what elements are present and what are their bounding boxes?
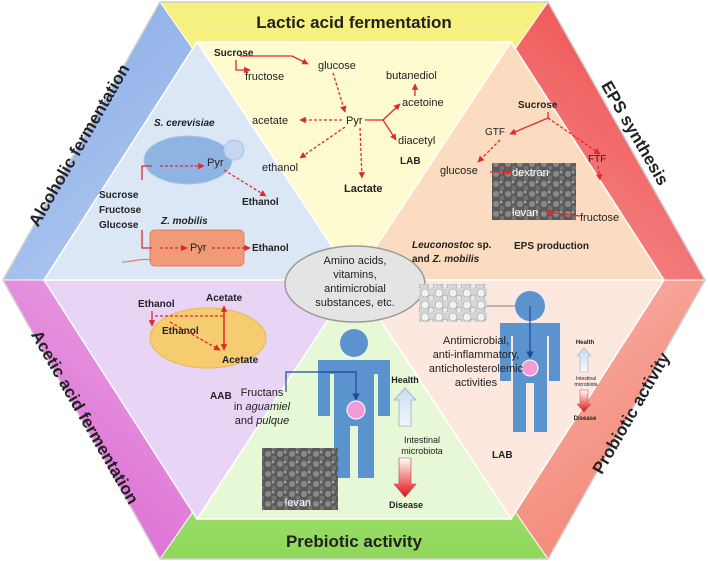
pre-fructans-3: and pulque xyxy=(235,415,289,427)
alc-ethanol-2: Ethanol xyxy=(252,243,289,254)
alc-z-mobilis: Z. mobilis xyxy=(160,216,208,227)
gut-icon-prebiotic xyxy=(346,400,366,420)
center-line-2: vitamins, xyxy=(333,269,376,281)
ac-ethanol-top: Ethanol xyxy=(138,299,175,310)
lactic-lactate: Lactate xyxy=(344,183,383,195)
eps-fructose: fructose xyxy=(580,212,619,224)
eps-levan: levan xyxy=(512,207,538,219)
lactic-pathway: Sucrose fructose glucose butanediol acet… xyxy=(214,48,444,195)
alc-glucose: Glucose xyxy=(99,220,139,231)
pro-lab: LAB xyxy=(492,450,513,461)
lactic-ethanol: ethanol xyxy=(262,162,298,174)
center-oval: Amino acids, vitamins, antimicrobial sub… xyxy=(284,245,426,323)
alcoholic-pathway: S. cerevisiae Pyr Ethanol Sucrose Fructo… xyxy=(99,118,289,267)
title-prebiotic: Prebiotic activity xyxy=(286,532,423,551)
ac-acetate-in: Acetate xyxy=(222,355,259,366)
eps-organisms-2: and Z. mobilis xyxy=(412,254,480,265)
pre-sem-image xyxy=(262,448,338,510)
acetic-pathway: Ethanol Acetate Ethanol Acetate AAB xyxy=(138,293,267,402)
lactic-butanediol: butanediol xyxy=(386,70,437,82)
pro-intestinal-1: Intestinal xyxy=(576,376,596,382)
pre-disease: Disease xyxy=(389,500,423,510)
pre-disease-arrow xyxy=(393,457,417,498)
ac-acetate-top: Acetate xyxy=(206,293,243,304)
alc-pyr-2: Pyr xyxy=(190,242,207,254)
pro-health: Health xyxy=(576,340,595,346)
lactic-sucrose: Sucrose xyxy=(214,48,254,59)
alc-fructose: Fructose xyxy=(99,205,142,216)
eps-organisms: Leuconostoc sp. xyxy=(412,240,492,251)
ac-aab: AAB xyxy=(210,391,232,402)
pro-line-3: anticholesterolemic xyxy=(429,363,524,375)
eps-sucrose: Sucrose xyxy=(518,100,558,111)
center-line-1: Amino acids, xyxy=(324,255,387,267)
center-line-3: antimicrobial xyxy=(324,283,386,295)
lactic-fructose: fructose xyxy=(245,71,284,83)
lactic-acetoine: acetoine xyxy=(402,97,444,109)
pro-sem-image xyxy=(419,284,487,322)
pre-fructans-1: Fructans xyxy=(241,387,284,399)
yeast-bud xyxy=(223,139,245,161)
eps-ftf: FTF xyxy=(588,154,606,165)
pro-health-arrow xyxy=(576,347,592,373)
aab-cell xyxy=(149,307,267,369)
pro-intestinal-2: microbiota xyxy=(574,382,597,388)
ac-ethanol-in: Ethanol xyxy=(162,326,199,337)
eps-gtf: GTF xyxy=(485,127,505,138)
lactic-pyr: Pyr xyxy=(346,115,363,127)
alc-ethanol-1: Ethanol xyxy=(242,197,279,208)
pro-line-1: Antimicrobial, xyxy=(443,335,509,347)
eps-production: EPS production xyxy=(514,241,589,252)
lactic-acetate: acetate xyxy=(252,115,288,127)
lactic-lab: LAB xyxy=(400,156,421,167)
center-line-4: substances, etc. xyxy=(315,297,395,309)
pre-intestinal-1: Intestinal xyxy=(404,435,440,445)
alc-pyr-1: Pyr xyxy=(207,157,224,169)
eps-dextran: dextran xyxy=(512,167,549,179)
probiotic-panel: Antimicrobial, anti-inflammatory, antich… xyxy=(419,284,598,461)
lactic-diacetyl: diacetyl xyxy=(398,135,435,147)
pre-health-arrow xyxy=(393,387,417,427)
pre-intestinal-2: microbiota xyxy=(401,446,443,456)
pre-fructans-2: in aguamiel xyxy=(234,401,291,413)
gut-icon-probiotic xyxy=(521,359,539,377)
pro-disease-arrow xyxy=(576,389,592,413)
alc-s-cerevisiae: S. cerevisiae xyxy=(154,118,215,129)
title-lactic: Lactic acid fermentation xyxy=(256,13,452,32)
eps-glucose: glucose xyxy=(440,165,478,177)
pro-disease: Disease xyxy=(574,416,597,422)
pre-levan: levan xyxy=(285,497,311,509)
lactic-glucose: glucose xyxy=(318,60,356,72)
alc-sucrose: Sucrose xyxy=(99,190,139,201)
pro-line-2: anti-inflammatory, xyxy=(433,349,520,361)
pre-health: Health xyxy=(391,375,419,385)
pro-line-4: activities xyxy=(455,377,498,389)
prebiotic-panel: Fructans in aguamiel and pulque levan He… xyxy=(234,329,443,510)
eps-pathway: Sucrose GTF glucose FTF dextran levan fr… xyxy=(412,100,619,265)
